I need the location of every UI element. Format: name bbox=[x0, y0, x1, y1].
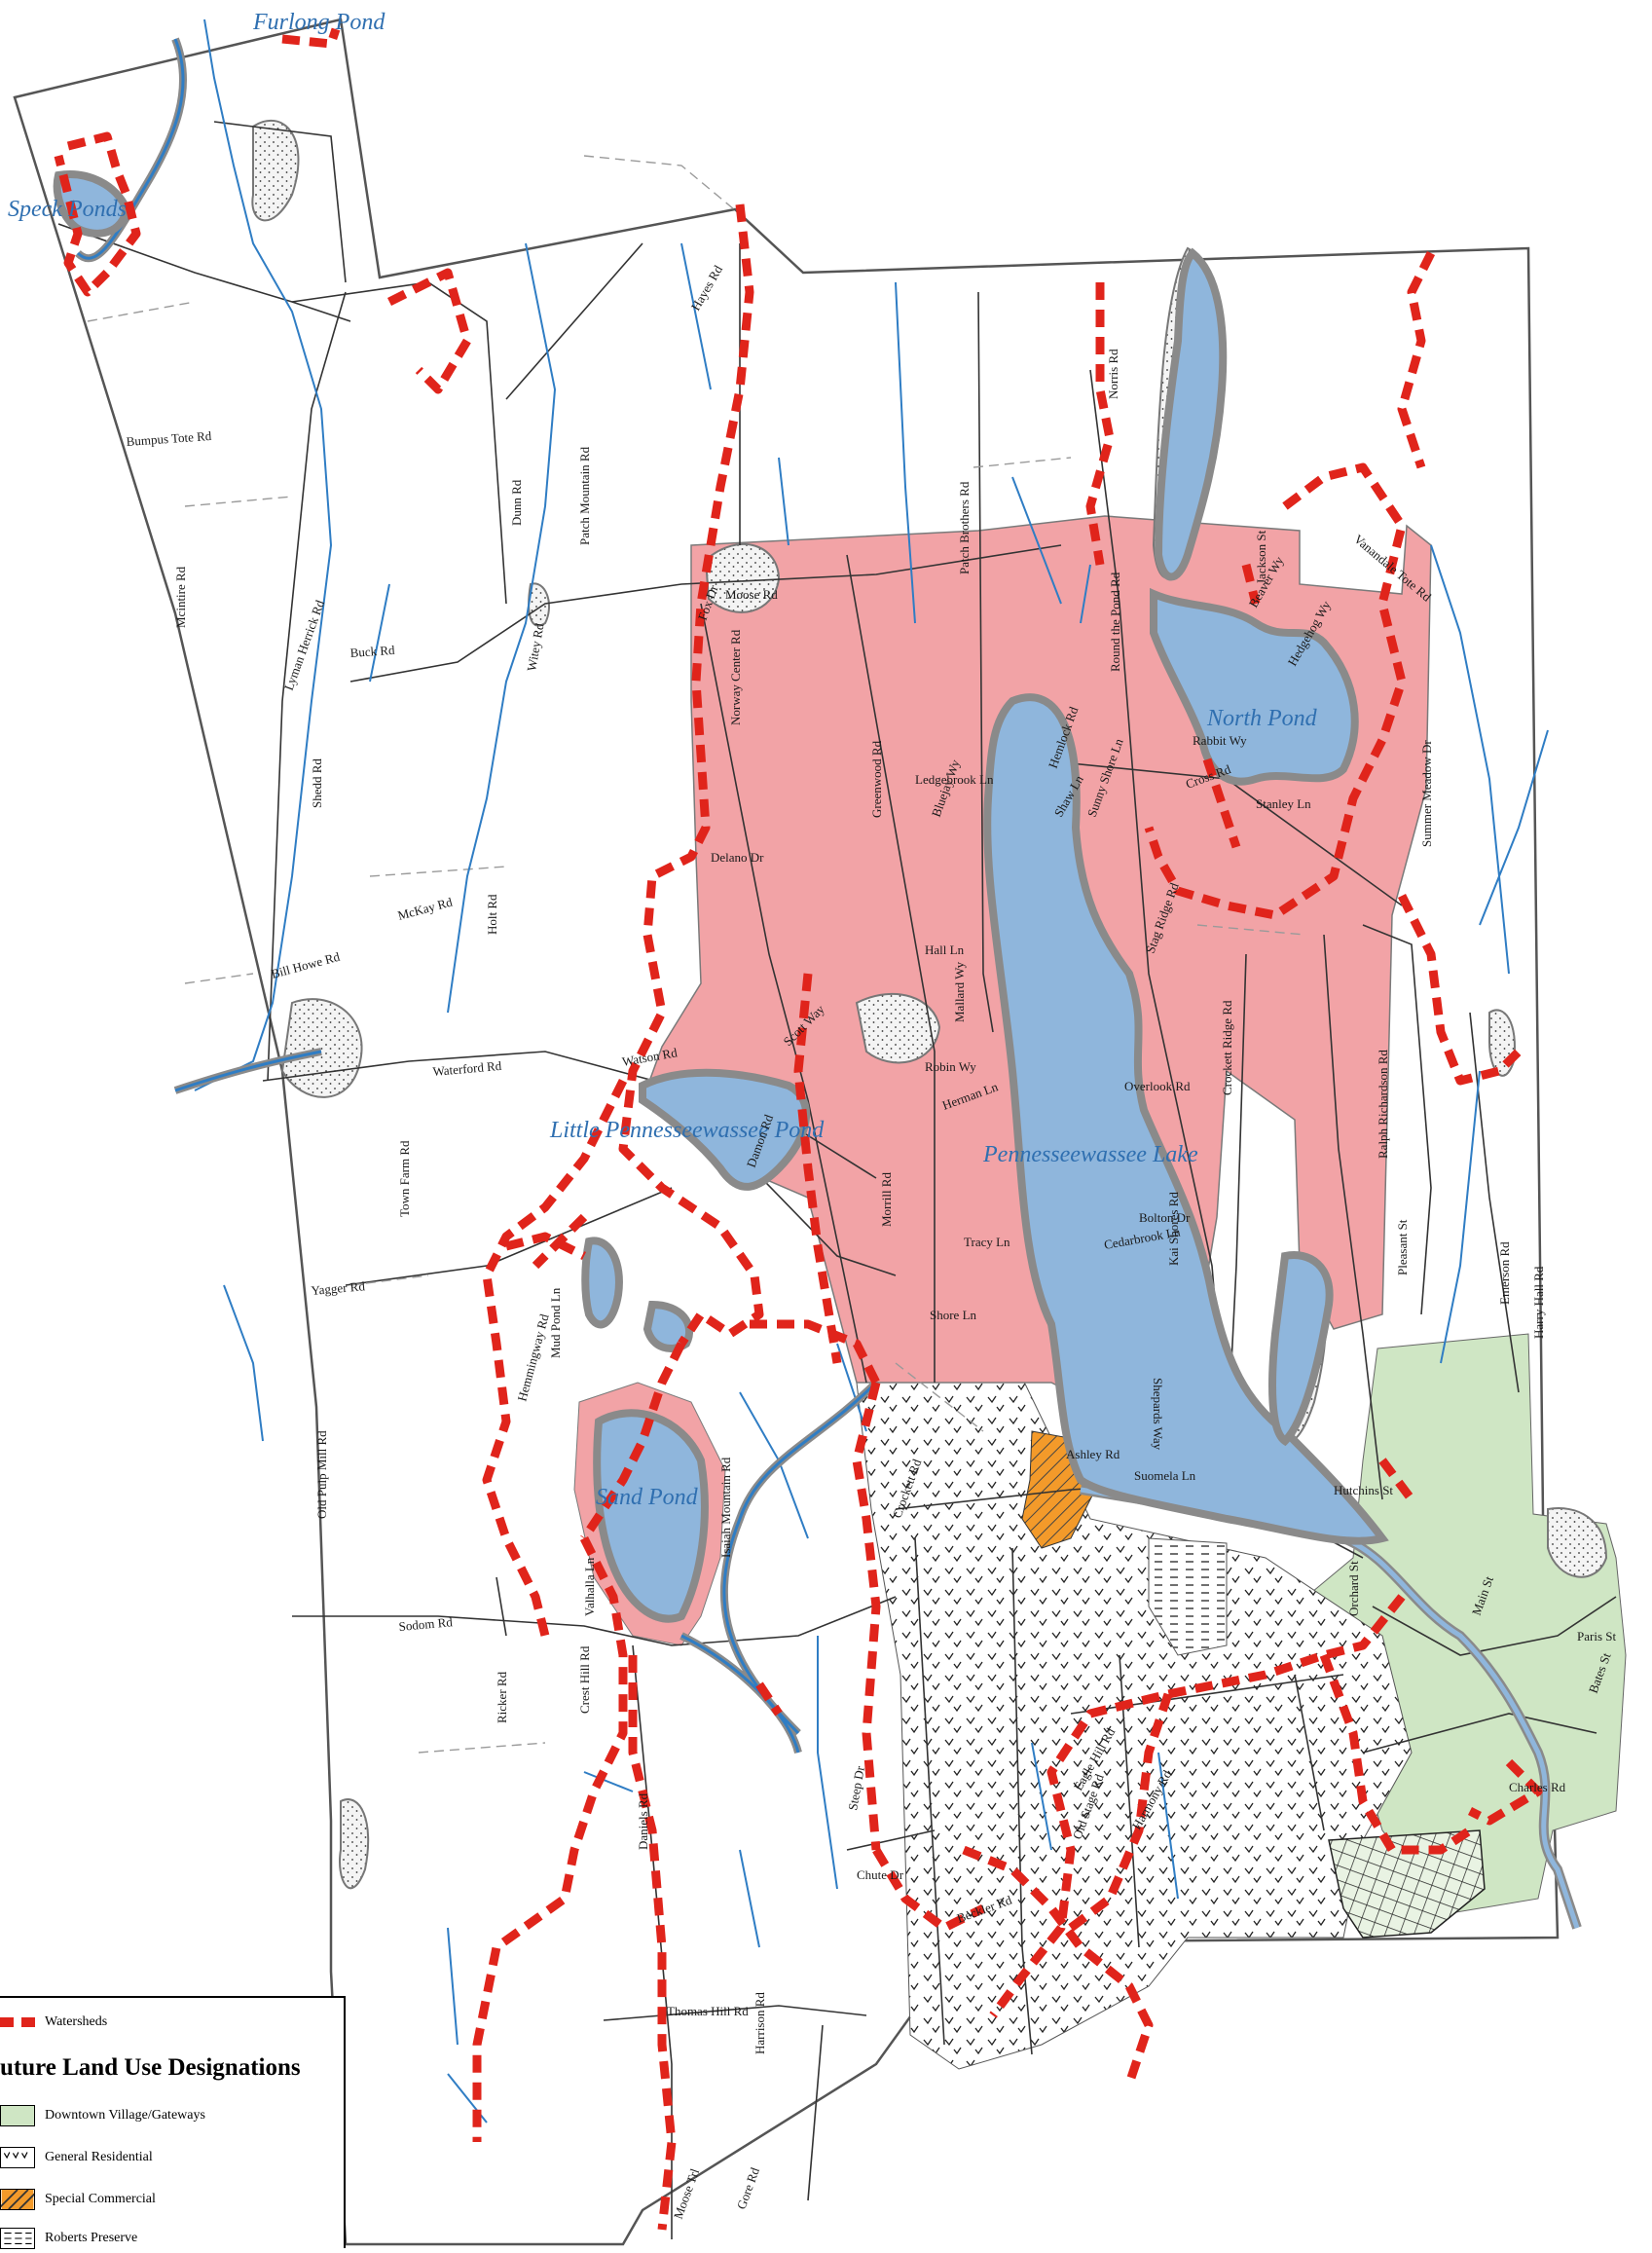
label-sand-pond: Sand Pond bbox=[596, 1485, 699, 1510]
road-label: Tracy Ln bbox=[964, 1235, 1010, 1249]
legend-watersheds-row: Watersheds bbox=[0, 2008, 107, 2037]
road-label: Stanley Ln bbox=[1256, 796, 1311, 811]
road-label: Overlook Rd bbox=[1124, 1079, 1191, 1093]
road-label: Isaiah Mountain Rd bbox=[718, 1457, 733, 1558]
speck-ponds bbox=[53, 170, 131, 238]
mud-pond bbox=[581, 1237, 623, 1329]
road-label: Ledgebrook Ln bbox=[915, 772, 994, 787]
road-label: Delano Dr bbox=[711, 850, 764, 865]
streams bbox=[194, 18, 1549, 2124]
general-residential-zone bbox=[856, 1377, 1413, 2070]
water-labels: Furlong Pond Speck Ponds North Pond Litt… bbox=[8, 10, 1318, 1510]
pennesseewassee-lake bbox=[983, 693, 1389, 1545]
road-label: Gore Rd bbox=[734, 2165, 762, 2211]
label-speck-ponds: Speck Ponds bbox=[8, 197, 127, 222]
road-label: Crockett Ridge Rd bbox=[1220, 1000, 1234, 1095]
legend-item-special-commercial: Special Commercial bbox=[0, 2185, 156, 2214]
north-lake-arm bbox=[1154, 247, 1228, 581]
watershed-swatch bbox=[0, 2017, 35, 2027]
road-label: Greenwood Rd bbox=[869, 740, 884, 818]
road-label: Shepards Way bbox=[1151, 1378, 1165, 1451]
north-pond bbox=[1150, 587, 1359, 786]
road-label: Round the Pond Rd bbox=[1108, 572, 1122, 672]
legend-item-label: Roberts Preserve bbox=[45, 2231, 138, 2245]
legend-item-downtown: Downtown Village/Gateways bbox=[0, 2101, 205, 2130]
road-label: Yagger Rd bbox=[311, 1278, 366, 1298]
road-label: Harry Hall Rd bbox=[1531, 1266, 1546, 1339]
road-label: Suomela Ln bbox=[1134, 1468, 1196, 1483]
legend-item-label: General Residential bbox=[45, 2150, 153, 2164]
road-label: Holt Rd bbox=[485, 894, 499, 935]
road-label: Town Farm Rd bbox=[397, 1140, 412, 1217]
label-little-pennesseewassee-pond: Little Pennesseewassee Pond bbox=[549, 1118, 825, 1143]
road-label: Ricker Rd bbox=[495, 1671, 509, 1723]
road-label: Bumpus Tote Rd bbox=[126, 428, 212, 449]
road-label: Harrison Rd bbox=[753, 1992, 767, 2054]
legend-item-general-residential: General Residential bbox=[0, 2143, 153, 2172]
label-furlong-pond: Furlong Pond bbox=[252, 10, 385, 35]
road-label: Old Pulp Mill Rd bbox=[314, 1430, 329, 1519]
legend-title: uture Land Use Designations bbox=[0, 2054, 301, 2081]
road-label: Jackson St bbox=[1254, 530, 1268, 584]
road-label: Norway Center Rd bbox=[728, 629, 743, 725]
east-pond bbox=[1268, 1251, 1334, 1447]
special-commercial-swatch bbox=[0, 2189, 35, 2210]
little-pennesseewassee-pond bbox=[639, 1068, 810, 1191]
road-label: Hutchins St bbox=[1334, 1483, 1393, 1497]
road-label: Moose Rd bbox=[725, 587, 778, 602]
road-label: Emerson Rd bbox=[1497, 1241, 1512, 1305]
label-pennesseewassee-lake: Pennesseewassee Lake bbox=[982, 1142, 1198, 1167]
road-label: Mcintire Rd bbox=[173, 566, 188, 628]
road-label: Summer Meadow Dr bbox=[1419, 740, 1434, 847]
road-label: Sodom Rd bbox=[398, 1614, 454, 1634]
road-label: Hall Ln bbox=[925, 942, 965, 957]
water-bodies bbox=[53, 170, 1389, 1623]
road-label: Crest Hill Rd bbox=[577, 1645, 592, 1714]
road-label: Mallard Wy bbox=[952, 961, 967, 1022]
label-north-pond: North Pond bbox=[1206, 706, 1318, 731]
legend-item-label: Downtown Village/Gateways bbox=[45, 2108, 205, 2123]
roberts-preserve-swatch bbox=[0, 2228, 35, 2249]
road-label: Waterford Rd bbox=[432, 1058, 502, 1079]
road-label: Morrill Rd bbox=[879, 1172, 894, 1227]
road-label: Dunn Rd bbox=[509, 479, 524, 526]
road-label: Buck Rd bbox=[349, 643, 395, 660]
road-label: Charles Rd bbox=[1509, 1780, 1566, 1794]
legend-watersheds-label: Watersheds bbox=[45, 2014, 108, 2029]
legend-item-roberts-preserve: Roberts Preserve bbox=[0, 2224, 137, 2253]
sand-pond bbox=[593, 1409, 709, 1623]
road-label: Pleasant St bbox=[1395, 1219, 1410, 1275]
map-legend: Watersheds uture Land Use Designations D… bbox=[0, 1996, 346, 2249]
road-label: Valhalla Ln bbox=[582, 1557, 597, 1616]
road-label: Rabbit Wy bbox=[1193, 733, 1247, 748]
road-label: Patch Mountain Rd bbox=[577, 446, 592, 545]
watershed-boundaries bbox=[54, 27, 1543, 2231]
road-label: Kai Shores Rd bbox=[1166, 1192, 1181, 1266]
road-label: Mud Pond Ln bbox=[548, 1287, 563, 1358]
road-label: Shore Ln bbox=[930, 1308, 977, 1322]
legend-item-label: Special Commercial bbox=[45, 2192, 156, 2206]
roberts-preserve-zone bbox=[1148, 1537, 1228, 1656]
general-residential-swatch bbox=[0, 2147, 35, 2168]
grid-area bbox=[1328, 1829, 1486, 1939]
road-label: Patch Brothers Rd bbox=[957, 481, 972, 574]
road-label: Robin Wy bbox=[925, 1059, 976, 1074]
road-label: Thomas Hill Rd bbox=[667, 2004, 749, 2018]
minor-roads bbox=[87, 155, 1305, 1754]
road-label: Ashley Rd bbox=[1066, 1447, 1120, 1461]
road-label: Orchard St bbox=[1346, 1561, 1361, 1616]
road-label: Chute Dr bbox=[857, 1867, 904, 1882]
road-label: Daniels Rd bbox=[636, 1792, 650, 1850]
downtown-swatch bbox=[0, 2105, 35, 2126]
road-label: Norris Rd bbox=[1106, 349, 1120, 399]
road-label: Paris St bbox=[1577, 1629, 1616, 1644]
road-label: Shedd Rd bbox=[310, 758, 324, 808]
road-label: Bolton Dr bbox=[1139, 1210, 1191, 1225]
road-label: Ralph Richardson Rd bbox=[1376, 1050, 1390, 1159]
